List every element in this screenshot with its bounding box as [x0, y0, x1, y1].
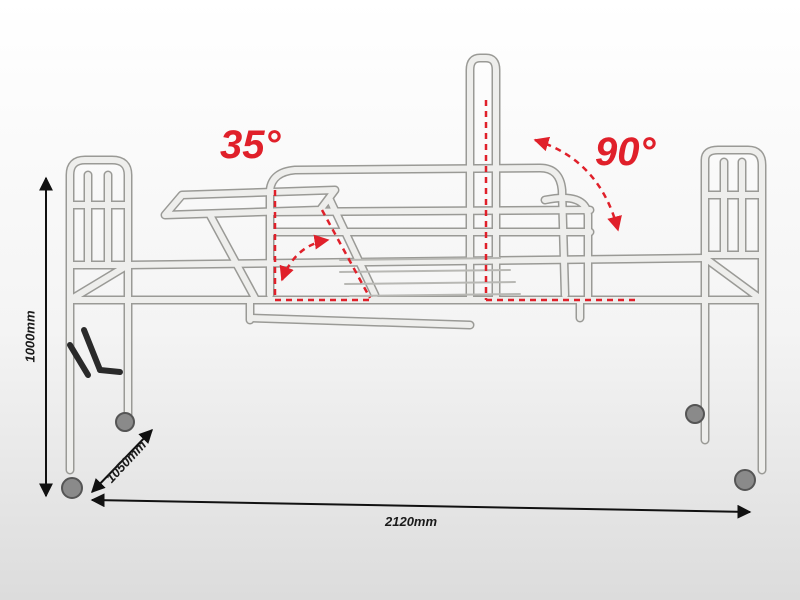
head-angle-label: 35°: [220, 123, 281, 167]
dimension-lines: [39, 176, 752, 519]
foot-angle-label: 90°: [595, 130, 656, 174]
length-dimension-label: 2120mm: [385, 514, 438, 529]
angle-markers: [273, 100, 640, 302]
bed-frame: [61, 53, 767, 499]
height-dimension-label: 1000mm: [22, 310, 38, 363]
